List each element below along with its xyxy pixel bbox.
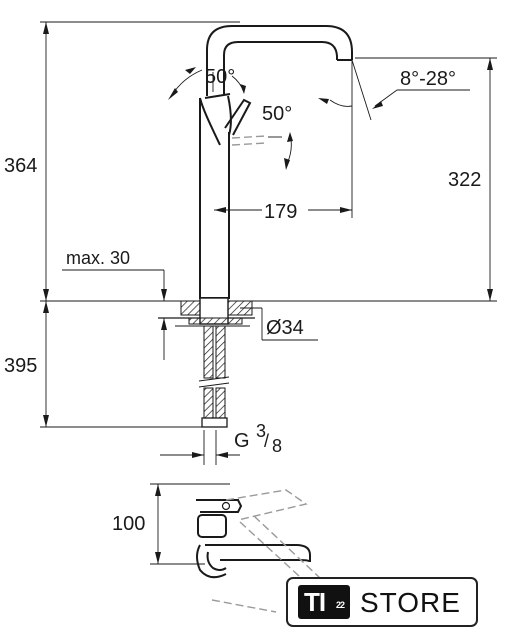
dimension-395 [43, 301, 49, 427]
dim-hole-diameter: Ø34 [266, 317, 304, 339]
dim-max-deck: max. 30 [66, 248, 130, 268]
dim-lever-angle-side: 50° [262, 103, 292, 125]
dim-thread-numerator: 3 [256, 421, 266, 441]
dimension-179 [214, 207, 352, 213]
store-logo: TI 22 STORE [286, 577, 478, 627]
dim-lever-angle-top: 50° [205, 66, 235, 88]
lever-angle-side-arc [268, 132, 293, 170]
swivel-angle-leader [318, 59, 470, 121]
dim-hose-length: 395 [4, 355, 37, 377]
lever-angle-top-arc [168, 67, 246, 100]
dim-thread-prefix: G [234, 430, 250, 452]
dim-thread-denominator: 8 [272, 436, 282, 456]
logo-badge-superscript: 22 [336, 600, 345, 610]
dimension-max-30 [62, 269, 167, 360]
supply-hoses [198, 325, 230, 428]
dim-thread-slash: / [264, 431, 269, 451]
logo-store-text: STORE [360, 587, 461, 618]
dim-top-view-depth: 100 [112, 513, 145, 535]
dimension-364 [43, 22, 49, 301]
logo-badge-text: TI [304, 587, 326, 617]
dimension-322 [487, 58, 493, 301]
dimension-diameter [240, 307, 318, 341]
faucet-body [199, 25, 353, 299]
dim-spout-height: 322 [448, 169, 481, 191]
top-view [150, 483, 321, 613]
dim-swivel-angle: 8°-28° [400, 68, 456, 90]
logo-badge: TI 22 [298, 585, 350, 619]
dim-total-height: 364 [4, 155, 37, 177]
dim-projection: 179 [264, 201, 297, 223]
deck-mounting-section [158, 297, 255, 327]
dimension-thread [160, 430, 240, 465]
